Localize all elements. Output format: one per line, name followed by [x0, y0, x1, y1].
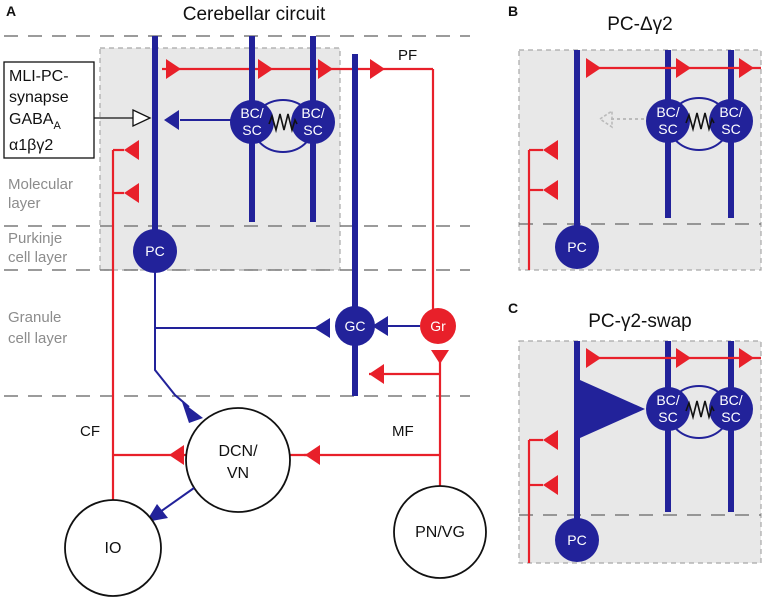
pf-synapse-2	[258, 59, 273, 79]
panel-b-letter: B	[508, 3, 518, 19]
panel-c-pc-label: PC	[567, 532, 586, 548]
dcn-vn-cell	[185, 407, 291, 513]
gc-cell	[335, 306, 375, 346]
gc-inhibitory-synapse	[314, 318, 330, 338]
bc-sc-cell-1	[230, 100, 274, 144]
panel-c-letter: C	[508, 300, 518, 316]
layer-boundaries	[4, 35, 470, 397]
panel-b-missing-synapse	[598, 109, 613, 129]
pf-synapse-4	[370, 59, 385, 79]
bc-sc-interneurons: BC/ SC BC/ SC	[164, 36, 335, 222]
cf-synapse-1	[124, 140, 139, 160]
molecular-layer-label-2: layer	[8, 195, 41, 212]
pn-vg-cell	[393, 485, 487, 579]
panel-c: C PC-γ2-swap BC/ SC BC/ SC PC	[508, 300, 762, 564]
panel-b: B PC-Δγ2 BC/ SC BC/ SC PC	[508, 3, 762, 271]
synapse-box-line-2: synapse	[9, 89, 69, 106]
panel-b-cf-synapse-1	[543, 140, 558, 160]
pf-synapse-3	[318, 59, 333, 79]
panel-b-bc-sc-1	[646, 99, 690, 143]
panel-c-bc-sc-2-label-1: BC/	[719, 392, 742, 408]
mf-dcn-synapse	[305, 445, 320, 465]
panel-c-cf-synapse-1	[543, 430, 558, 450]
panel-c-bc-sc-1	[646, 387, 690, 431]
panel-c-pc	[555, 518, 599, 562]
panel-a: A Cerebellar circuit Molecular layer Pur…	[3, 3, 487, 597]
gr-cell	[420, 308, 456, 344]
bc-sc-1-label-2: SC	[242, 122, 261, 138]
gr-cell-label: Gr	[430, 318, 446, 334]
bc-sc-1-label-1: BC/	[240, 105, 263, 121]
panel-c-bc-sc-2-label-2: SC	[721, 409, 740, 425]
parallel-fiber	[162, 59, 435, 310]
dcn-io-synapse	[146, 504, 168, 522]
dcn-vn-label-1: DCN/	[218, 443, 258, 460]
panel-b-bc-sc-1-label-2: SC	[658, 121, 677, 137]
panel-a-title: Cerebellar circuit	[183, 4, 326, 25]
cf-synapse-2	[124, 183, 139, 203]
dcn-vn-label-2: VN	[227, 465, 249, 482]
pf-label: PF	[398, 47, 417, 64]
pn-vg-label: PN/VG	[415, 524, 465, 541]
granule-layer-label-2: cell layer	[8, 330, 67, 347]
purkinje-layer-label-1: Purkinje	[8, 230, 62, 247]
molecular-layer-label-1: Molecular	[8, 176, 73, 193]
cf-dcn-synapse	[169, 445, 184, 465]
io-cell	[64, 499, 162, 597]
bc-sc-2-label-2: SC	[303, 122, 322, 138]
pf-synapse-1	[166, 59, 181, 79]
panel-b-pc	[555, 225, 599, 269]
mf-gr-synapse	[431, 350, 449, 364]
panel-b-cf-synapse-2	[543, 180, 558, 200]
panel-c-cf-synapse-2	[543, 475, 558, 495]
mf-gc-synapse	[369, 364, 384, 384]
panel-c-bc-sc-1-label-2: SC	[658, 409, 677, 425]
granule-layer-label-1: Granule	[8, 309, 61, 326]
panel-c-bc-sc-2	[709, 387, 753, 431]
synapse-box	[3, 61, 95, 159]
gap-junction-a	[268, 113, 298, 134]
bc-sc-cell-2	[291, 100, 335, 144]
panel-a-letter: A	[6, 3, 16, 19]
panel-b-pc-label: PC	[567, 239, 586, 255]
panel-b-bc-sc-2-label-1: BC/	[719, 104, 742, 120]
molecular-layer-area	[99, 47, 341, 271]
synapse-pointer-arrow	[132, 108, 152, 128]
synapse-box-line-3: GABAA	[9, 111, 61, 132]
io-label: IO	[105, 540, 122, 557]
panel-c-title: PC-γ2-swap	[588, 311, 691, 332]
synapse-box-line-4: α1βγ2	[9, 137, 53, 154]
pc-cell-label: PC	[145, 243, 164, 259]
pc-neuron	[152, 36, 330, 423]
pc-dcn-synapse	[182, 402, 203, 423]
gc-cell-label: GC	[345, 318, 366, 334]
panel-c-bc-sc-1-label-1: BC/	[656, 392, 679, 408]
synapse-box-line-1: MLI-PC-	[9, 68, 69, 85]
panel-c-enlarged-synapse	[580, 380, 645, 438]
mli-pc-synapse	[164, 110, 179, 130]
panel-b-bc-sc-2	[709, 99, 753, 143]
cf-label: CF	[80, 423, 100, 440]
panel-b-bc-sc-2-label-2: SC	[721, 121, 740, 137]
mossy-fiber	[304, 350, 449, 486]
mf-label: MF	[392, 423, 414, 440]
bc-sc-2-label-1: BC/	[301, 105, 324, 121]
pc-cell	[133, 229, 177, 273]
purkinje-layer-label-2: cell layer	[8, 249, 67, 266]
gr-gc-synapse	[372, 316, 388, 336]
panel-b-title: PC-Δγ2	[607, 14, 672, 35]
panel-c-area	[518, 340, 762, 564]
dcn-io-connection	[159, 487, 195, 513]
panel-b-bc-sc-1-label-1: BC/	[656, 104, 679, 120]
panel-b-area	[518, 49, 762, 271]
